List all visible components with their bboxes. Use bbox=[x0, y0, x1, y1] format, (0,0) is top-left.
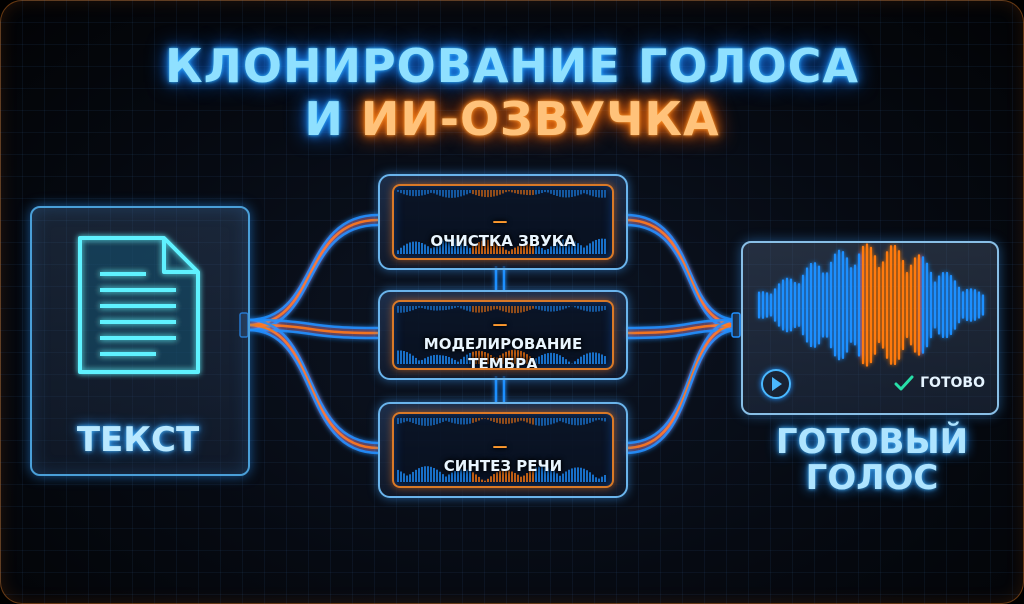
wire-in bbox=[247, 318, 379, 330]
output-label-line-2: ГОЛОС bbox=[805, 458, 939, 498]
wire-in bbox=[247, 223, 379, 332]
play-icon bbox=[772, 377, 782, 391]
output-label-line-1: ГОТОВЫЙ bbox=[775, 422, 969, 462]
module-screen: —СИНТЕЗ РЕЧИ bbox=[392, 412, 614, 488]
wire-out bbox=[625, 318, 739, 445]
wire-out bbox=[625, 328, 739, 455]
title-line-2: И ИИ-ОЗВУЧКА bbox=[0, 93, 1024, 145]
status-text: ГОТОВО bbox=[920, 375, 985, 391]
module-timbre-modeling: —МОДЕЛИРОВАНИЕ ТЕМБРА bbox=[378, 290, 628, 380]
wire-in bbox=[247, 328, 379, 455]
document-icon bbox=[78, 236, 200, 374]
module-speech-synthesis: —СИНТЕЗ РЕЧИ bbox=[378, 402, 628, 498]
wire-in bbox=[247, 213, 379, 322]
module-audio-cleanup: —ОЧИСТКА ЗВУКА bbox=[378, 174, 628, 270]
wire-out bbox=[625, 318, 739, 330]
connector bbox=[731, 312, 741, 338]
wire-out bbox=[625, 213, 739, 322]
status-badge: ГОТОВО bbox=[894, 375, 985, 391]
input-panel bbox=[30, 206, 250, 476]
wire-in bbox=[247, 323, 379, 450]
play-button[interactable] bbox=[761, 369, 791, 399]
module-screen: —ОЧИСТКА ЗВУКА bbox=[392, 184, 614, 260]
wire-out bbox=[625, 218, 739, 327]
module-waveform bbox=[397, 418, 606, 482]
title-prefix: И bbox=[304, 92, 361, 146]
input-label: ТЕКСТ bbox=[76, 420, 200, 460]
wire-out bbox=[625, 323, 739, 450]
title-line-1: КЛОНИРОВАНИЕ ГОЛОСА bbox=[165, 39, 859, 93]
check-icon bbox=[894, 375, 914, 391]
module-waveform bbox=[397, 190, 606, 254]
wire-out bbox=[625, 223, 739, 332]
module-waveform bbox=[397, 306, 606, 364]
output-panel: ГОТОВО bbox=[741, 241, 999, 415]
title-highlight: ИИ-ОЗВУЧКА bbox=[360, 92, 720, 146]
module-label: —СИНТЕЗ РЕЧИ bbox=[443, 437, 563, 475]
module-label: —ОЧИСТКА ЗВУКА bbox=[430, 212, 576, 250]
voice-waveform bbox=[757, 243, 985, 367]
wire-in bbox=[247, 318, 379, 445]
module-screen: —МОДЕЛИРОВАНИЕ ТЕМБРА bbox=[392, 300, 614, 370]
module-label: —МОДЕЛИРОВАНИЕ ТЕМБРА bbox=[423, 315, 583, 370]
